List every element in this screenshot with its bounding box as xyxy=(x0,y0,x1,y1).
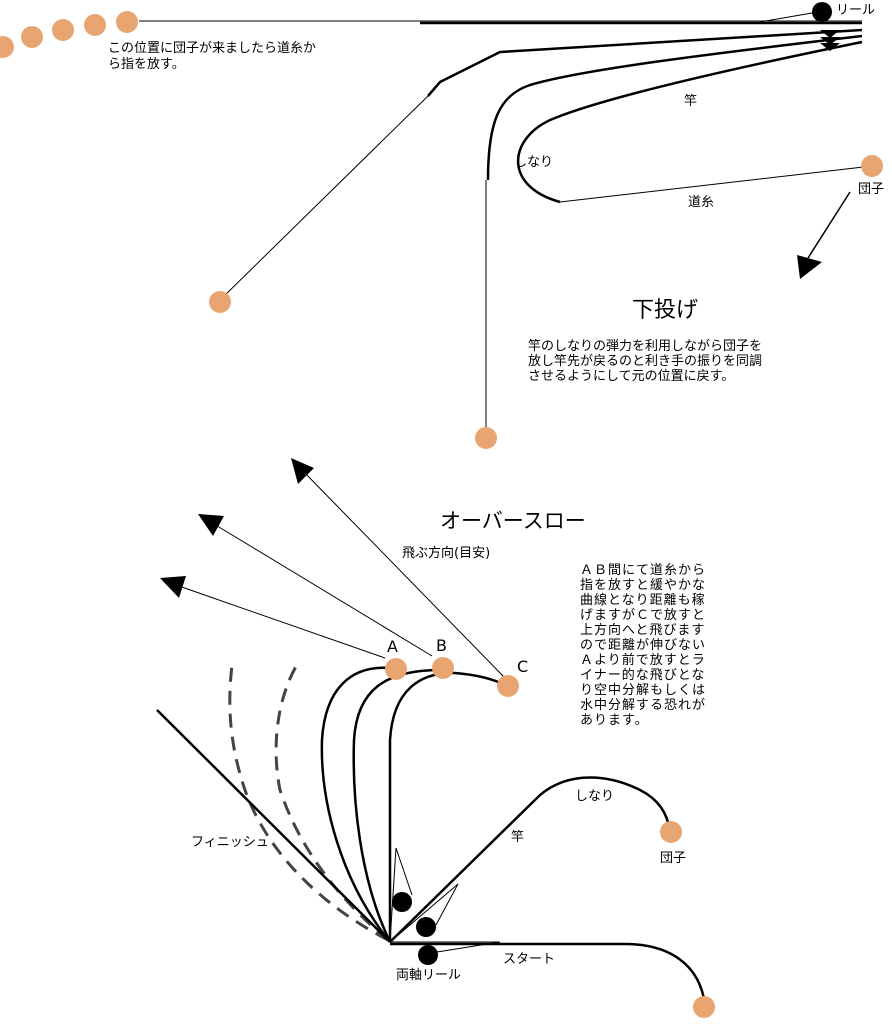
reel-icon-finish xyxy=(392,892,412,912)
reel-line-start xyxy=(390,941,501,953)
finish-label: フィニッシュ xyxy=(191,835,269,850)
flex-label: しなり xyxy=(514,155,554,170)
line-to-bait-3 xyxy=(559,165,873,203)
reel-line-finish xyxy=(389,847,413,943)
point-a-label: A xyxy=(387,637,398,656)
bait-trail xyxy=(0,11,138,58)
dual-reel-label: 両軸リール xyxy=(396,968,462,983)
bait-position-3 xyxy=(861,155,883,177)
follow-through-dashed-1 xyxy=(274,659,389,942)
direction-arrow-c-head xyxy=(291,458,314,484)
rod-finish xyxy=(156,709,391,943)
line-label: 道糸 xyxy=(688,195,715,210)
overhead-flex-label: しなり xyxy=(575,789,615,804)
bait-point-a xyxy=(385,658,407,680)
line-to-bait-1 xyxy=(219,95,429,301)
rod-position-1 xyxy=(427,28,863,97)
reel-label: リール xyxy=(836,3,876,18)
direction-arrow-b-head xyxy=(198,514,224,536)
overhead-rod-label: 竿 xyxy=(511,830,525,845)
bait-position-1 xyxy=(209,291,231,313)
direction-arrow-a xyxy=(175,584,386,659)
bait-point-c xyxy=(497,675,519,697)
overhead-bait-label: 団子 xyxy=(660,851,687,866)
motion-arrow-head xyxy=(797,255,822,279)
overhead-title: オーバースロー xyxy=(440,509,586,533)
motion-arrow-shaft xyxy=(807,191,851,259)
overhead-note: ＡＢ間にて道糸から 指を放すと緩やかな 曲線となり距離も稼 げますがＣで放すと … xyxy=(580,563,707,728)
rod-start xyxy=(390,942,707,1006)
bait-point-b xyxy=(432,657,454,679)
bait-start xyxy=(693,996,715,1018)
rod-mid xyxy=(389,776,672,943)
point-b-label: B xyxy=(436,636,447,655)
rod-position-2 xyxy=(486,34,863,181)
rod-to-a xyxy=(320,666,391,943)
release-note: この位置に団子が来ましたら道糸か ら指を放す。 xyxy=(108,41,317,72)
rod-position-3 xyxy=(516,40,863,204)
direction-arrow-b xyxy=(213,523,433,657)
direction-arrow-c xyxy=(301,469,506,679)
bait-mid xyxy=(660,821,682,843)
start-label: スタート xyxy=(503,952,556,967)
bait-position-2 xyxy=(475,427,497,449)
point-c-label: C xyxy=(517,657,529,676)
reel-icon-start xyxy=(418,945,438,965)
rod-tip-markers xyxy=(820,30,840,51)
underhand-title: 下投げ xyxy=(632,298,699,323)
bait-label: 団子 xyxy=(858,182,885,197)
reel-line xyxy=(759,12,813,23)
underhand-description: 竿のしなりの弾力を利用しながら団子を 放し竿先が戻るのと利き手の振りを同調 させ… xyxy=(528,339,763,384)
reel-icon-mid xyxy=(416,917,436,937)
direction-arrow-a-head xyxy=(160,576,186,598)
rod-label: 竿 xyxy=(684,94,698,109)
reel-icon xyxy=(812,2,832,22)
direction-label: 飛ぶ方向(目安) xyxy=(402,546,491,561)
reel-line-mid xyxy=(389,883,459,943)
follow-through-dashed-2 xyxy=(228,664,389,942)
